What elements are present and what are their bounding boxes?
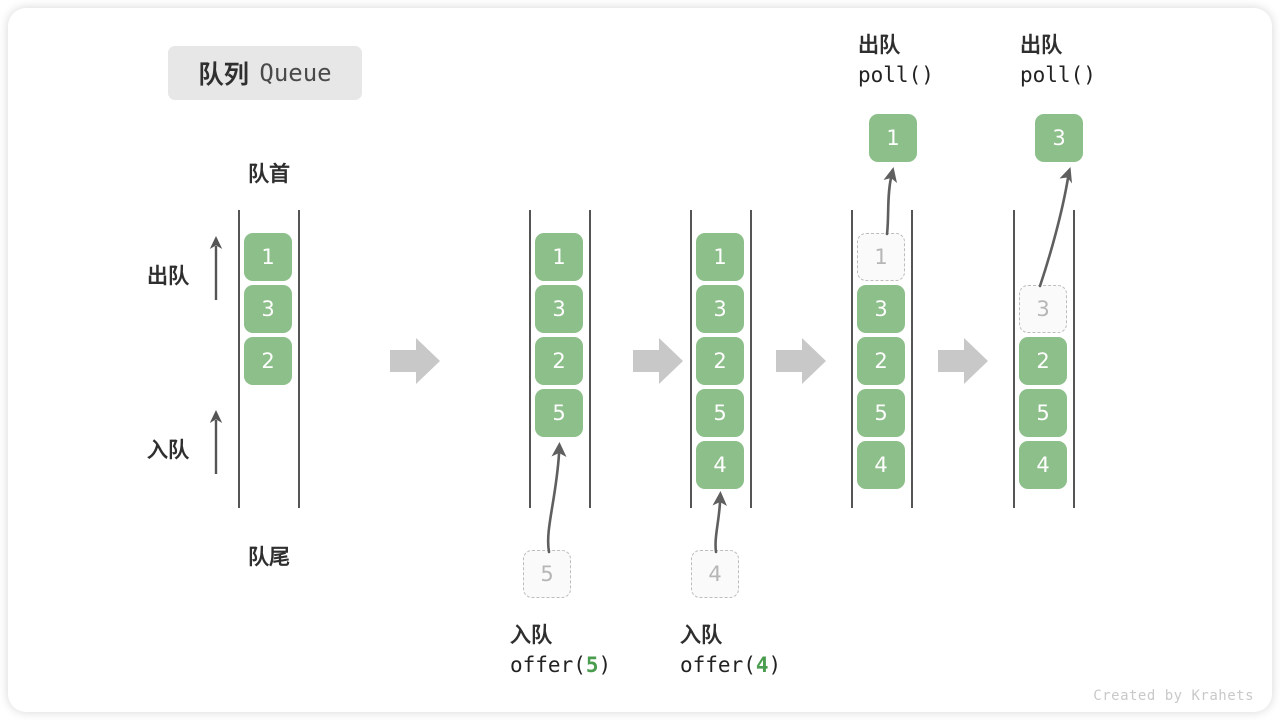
queue-cell: 2 [535, 337, 583, 385]
diagram-title-chip: 队列 Queue [168, 46, 362, 100]
queue-cell: 5 [857, 389, 905, 437]
dequeued-value: 1 [869, 114, 917, 162]
dequeue-caption-poll-3: 出队 poll() [1020, 30, 1096, 91]
title-chinese: 队列 [198, 60, 250, 89]
step-arrow-icon [390, 338, 440, 384]
queue-cell: 4 [1019, 441, 1067, 489]
dequeue-motion-arrow-icon [883, 167, 897, 236]
queue-cell-ghost: 1 [857, 233, 905, 281]
queue-cell: 3 [696, 285, 744, 333]
pending-enqueue-value: 5 [523, 550, 571, 598]
rail-left [690, 210, 692, 508]
queue-cell: 5 [535, 389, 583, 437]
rail-left [1013, 210, 1015, 508]
rail-right [589, 210, 591, 508]
dequeue-caption-code: poll() [1020, 63, 1096, 88]
enqueue-caption-code: offer(5) [510, 653, 612, 678]
dequeue-caption-poll-1: 出队 poll() [858, 30, 934, 91]
enqueue-direction-arrow-icon [209, 410, 223, 474]
enqueue-caption-cn: 入队 [680, 623, 722, 647]
queue-cell: 4 [696, 441, 744, 489]
dequeue-direction-arrow-icon [209, 236, 223, 300]
enqueue-motion-arrow-icon [546, 442, 567, 554]
queue-cell: 4 [857, 441, 905, 489]
enqueue-caption-offer-5: 入队 offer(5) [510, 620, 611, 681]
rail-left [851, 210, 853, 508]
dequeued-value: 3 [1035, 114, 1083, 162]
rail-left [238, 210, 240, 508]
queue-cell: 5 [1019, 389, 1067, 437]
step-arrow-icon [938, 338, 988, 384]
queue-cell: 2 [1019, 337, 1067, 385]
enqueue-caption-cn: 入队 [510, 623, 552, 647]
queue-cell-ghost: 3 [1019, 285, 1067, 333]
queue-cell: 1 [535, 233, 583, 281]
queue-cell: 3 [535, 285, 583, 333]
rail-right [750, 210, 752, 508]
queue-cell: 3 [857, 285, 905, 333]
enqueue-caption-offer-4: 入队 offer(4) [680, 620, 781, 681]
pending-enqueue-value: 4 [691, 550, 739, 598]
dequeue-motion-arrow-icon [1038, 167, 1072, 288]
title-english: Queue [259, 59, 332, 87]
queue-cell: 2 [857, 337, 905, 385]
dequeue-caption-cn: 出队 [1020, 33, 1062, 57]
step-arrow-icon [633, 338, 683, 384]
queue-cell: 2 [696, 337, 744, 385]
rail-right [1073, 210, 1075, 508]
queue-cell: 2 [244, 337, 292, 385]
step-arrow-icon [776, 338, 826, 384]
queue-head-label: 队首 [248, 162, 290, 186]
enqueue-motion-arrow-icon [712, 491, 727, 554]
rail-right [911, 210, 913, 508]
rail-right [298, 210, 300, 508]
queue-tail-label: 队尾 [248, 545, 290, 569]
dequeue-caption-code: poll() [858, 63, 934, 88]
enqueue-direction-label: 入队 [147, 438, 189, 462]
queue-cell: 3 [244, 285, 292, 333]
rail-left [529, 210, 531, 508]
dequeue-caption-cn: 出队 [858, 33, 900, 57]
watermark: Created by Krahets [1093, 688, 1254, 704]
queue-cell: 1 [244, 233, 292, 281]
queue-cell: 5 [696, 389, 744, 437]
enqueue-caption-code: offer(4) [680, 653, 782, 678]
queue-cell: 1 [696, 233, 744, 281]
dequeue-direction-label: 出队 [147, 264, 189, 288]
